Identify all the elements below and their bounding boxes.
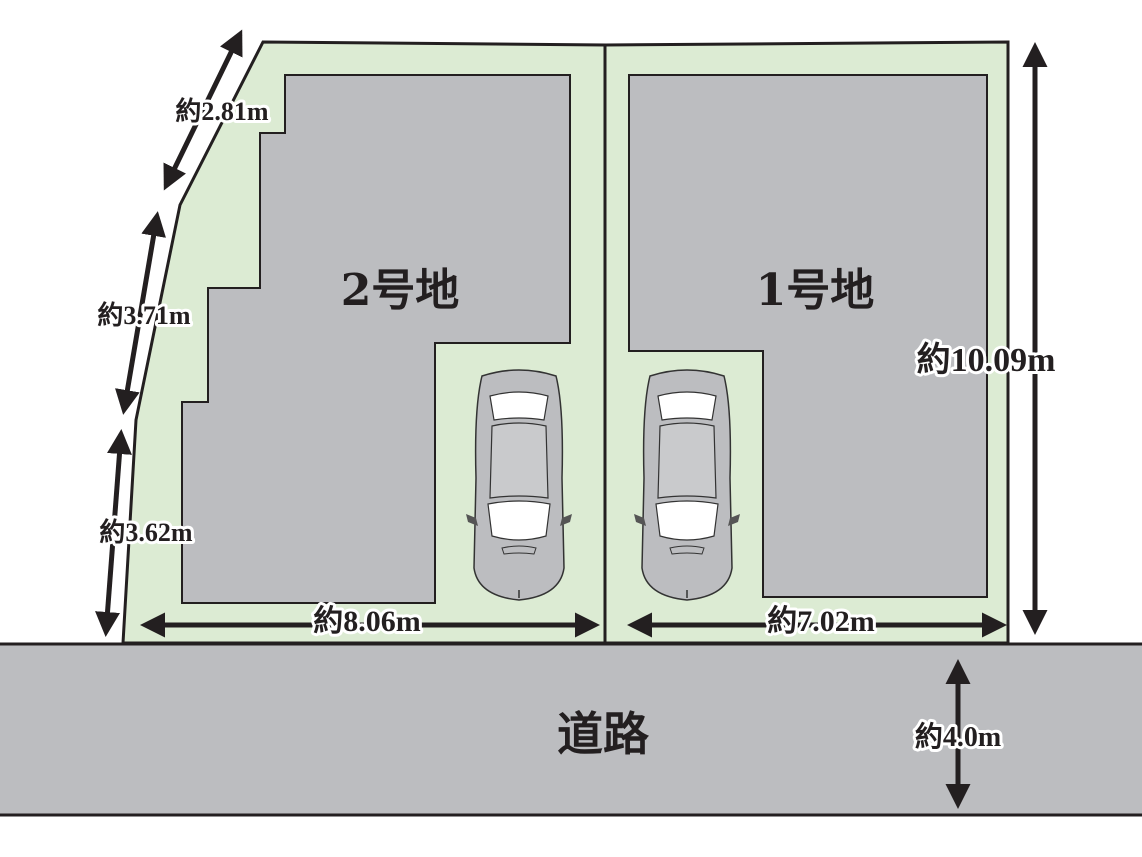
dim-left-middle: 約3.71m (97, 300, 191, 330)
dimension-arrows (95, 29, 1048, 809)
dim-lot1-frontage: 約7.02m (767, 605, 875, 638)
dim-left-top: 約2.81m (175, 96, 269, 126)
lot-2-label: 2号地 (341, 265, 460, 316)
arrow-left-bottom (95, 429, 132, 637)
dim-lot2-frontage: 約8.06m (313, 605, 421, 638)
arrow-left-top (163, 29, 243, 191)
lot-1-building-area (628, 74, 988, 598)
lot-2: 2号地 (121, 40, 607, 645)
dim-left-bottom: 約3.62m (99, 517, 193, 547)
lot-1-label: 1号地 (756, 265, 875, 316)
lot-2-building-area (181, 74, 571, 604)
car-icon (633, 369, 741, 601)
lot-1: 1号地 (603, 40, 1010, 645)
arrow-left-middle (115, 211, 166, 415)
car-icon (465, 369, 573, 601)
dim-lot1-depth: 約10.09m (917, 341, 1056, 379)
road-label: 道路 (557, 707, 650, 761)
dim-road-width: 約4.0m (915, 720, 1001, 753)
